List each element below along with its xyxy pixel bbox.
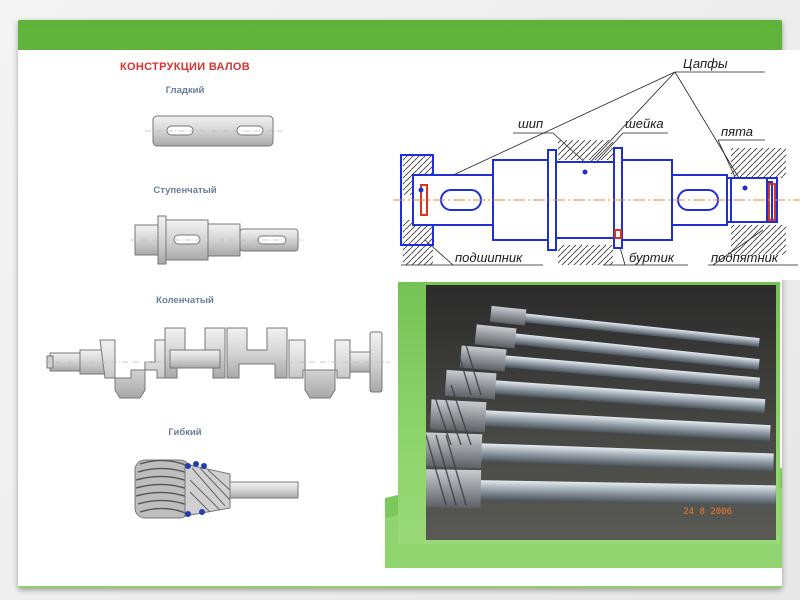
shaft-constructions-title: КОНСТРУКЦИИ ВАЛОВ (119, 61, 251, 73)
label-tsapfy: Цапфы (683, 56, 728, 71)
stepped-shaft-label: Ступенчатый (153, 185, 217, 196)
smooth-shaft-label: Гладкий (165, 85, 205, 96)
stepped-shaft-drawing (130, 215, 305, 265)
label-pyata: пята (721, 124, 753, 139)
shaft-parts-diagram: Цапфы шип шейка пята подшипник буртик по… (393, 50, 800, 280)
crankshaft-label: Коленчатый (156, 295, 214, 306)
label-podpyatnik: подпятник (711, 250, 779, 265)
flexible-shaft-label: Гибкий (168, 427, 202, 438)
label-podshipnik: подшипник (455, 250, 523, 265)
shaft-constructions-panel: КОНСТРУКЦИИ ВАЛОВ Гладкий Ступенчатый Ко… (35, 55, 390, 525)
smooth-shaft-drawing (145, 115, 285, 147)
gear-teeth (426, 344, 482, 506)
label-sheyka: шейка (625, 116, 664, 131)
shaft-rows (426, 305, 776, 509)
label-burtik: буртик (629, 250, 675, 265)
label-ship: шип (518, 116, 543, 131)
photo-date-stamp: 24 8 2006 (683, 507, 732, 517)
crankshaft-drawing (45, 327, 390, 399)
flexible-shaft-drawing (134, 459, 299, 519)
gear-shafts-photo: 24 8 2006 (426, 285, 776, 540)
